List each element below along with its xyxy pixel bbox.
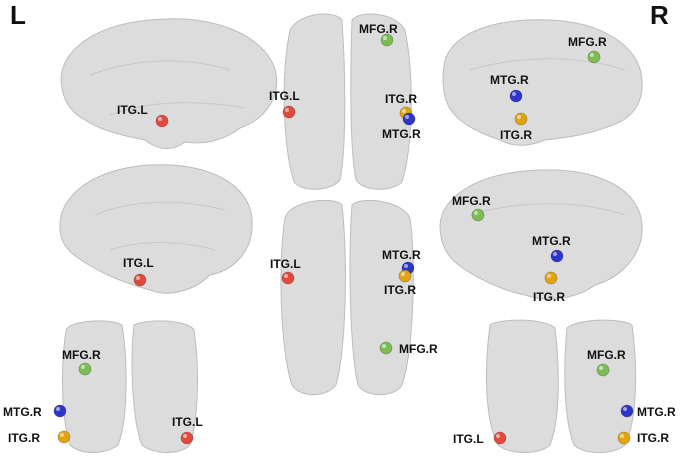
node-label: MTG.R [637,405,676,419]
node-label: ITG.L [270,257,301,271]
node-itg-l [493,431,507,445]
node-mfg-r [587,50,601,64]
node-highlight [405,115,409,119]
node-highlight [56,407,60,411]
node-itg-r [57,430,71,444]
node-itg-l [180,431,194,445]
brain-surface [439,169,643,300]
node-itg-l [133,273,147,287]
nodes-layer: ITG.L ITG.L MFG.R MTG.R ITG.R ITG.L MFG.R ITG.L… [3,22,676,446]
node-mtg-r [402,112,416,126]
node-label: ITG.R [8,431,40,445]
node-highlight [402,109,406,113]
node-label: MFG.R [62,348,101,362]
view-left-medial [59,164,253,294]
node-mtg-r [53,404,67,418]
node-label: MTG.R [382,127,421,141]
node-mfg-r [471,208,485,222]
node-label: ITG.L [172,415,203,429]
node-highlight [547,274,551,278]
brain-surface [60,18,278,149]
brain-surface [350,13,412,190]
node-label: MFG.R [587,348,626,362]
node-label: ITG.R [385,92,417,106]
left-hemisphere-label: L [10,0,26,30]
view-right-posterior [486,319,637,453]
brain-surface [442,19,643,146]
brain-surface [486,319,559,453]
view-right-medial [439,169,643,300]
node-label: ITG.R [533,290,565,304]
node-label: MFG.R [399,342,438,356]
node-label: ITG.R [384,283,416,297]
node-highlight [517,115,521,119]
node-highlight [474,211,478,215]
node-highlight [136,276,140,280]
node-highlight [383,36,387,40]
node-highlight [590,53,594,57]
node-highlight [496,434,500,438]
node-highlight [512,92,516,96]
node-mtg-r [620,404,634,418]
node-itg-l [155,114,169,128]
brain-surface [59,164,253,294]
node-label: MFG.R [568,35,607,49]
node-label: ITG.R [500,128,532,142]
node-itg-l [281,271,295,285]
node-highlight [158,117,162,121]
node-label: MFG.R [359,22,398,36]
brain-surface [349,199,414,396]
node-highlight [620,434,624,438]
view-left-anterior [62,320,198,453]
node-itg-r [544,271,558,285]
brain-surface [283,13,346,190]
node-highlight [60,433,64,437]
view-dorsal [283,13,412,190]
node-highlight [404,264,408,268]
node-highlight [285,108,289,112]
view-ventral [280,199,414,396]
node-highlight [284,274,288,278]
node-mtg-r [509,89,523,103]
node-itg-r [514,112,528,126]
node-mtg-r [550,249,564,263]
node-highlight [553,252,557,256]
brain-surface [131,320,198,453]
node-highlight [599,366,603,370]
node-mfg-r [78,362,92,376]
node-itg-l [282,105,296,119]
node-label: MTG.R [490,73,529,87]
node-label: ITG.L [453,432,484,446]
node-label: MTG.R [3,405,42,419]
node-itg-r [398,269,412,283]
node-mfg-r [379,341,393,355]
brain-surface [280,199,346,396]
view-left-lateral [60,18,278,149]
node-label: ITG.R [637,431,669,445]
node-label: MTG.R [382,248,421,262]
node-label: MTG.R [532,234,571,248]
node-label: ITG.L [123,256,154,270]
node-label: ITG.L [117,103,148,117]
node-label: ITG.L [269,89,300,103]
node-highlight [623,407,627,411]
view-right-lateral [442,19,643,146]
node-label: MFG.R [452,194,491,208]
node-highlight [81,365,85,369]
brain-surface [62,320,127,453]
right-hemisphere-label: R [650,0,669,30]
node-itg-r [617,431,631,445]
node-highlight [401,272,405,276]
node-highlight [382,344,386,348]
node-highlight [183,434,187,438]
brain-surface [564,319,637,453]
node-mfg-r [596,363,610,377]
